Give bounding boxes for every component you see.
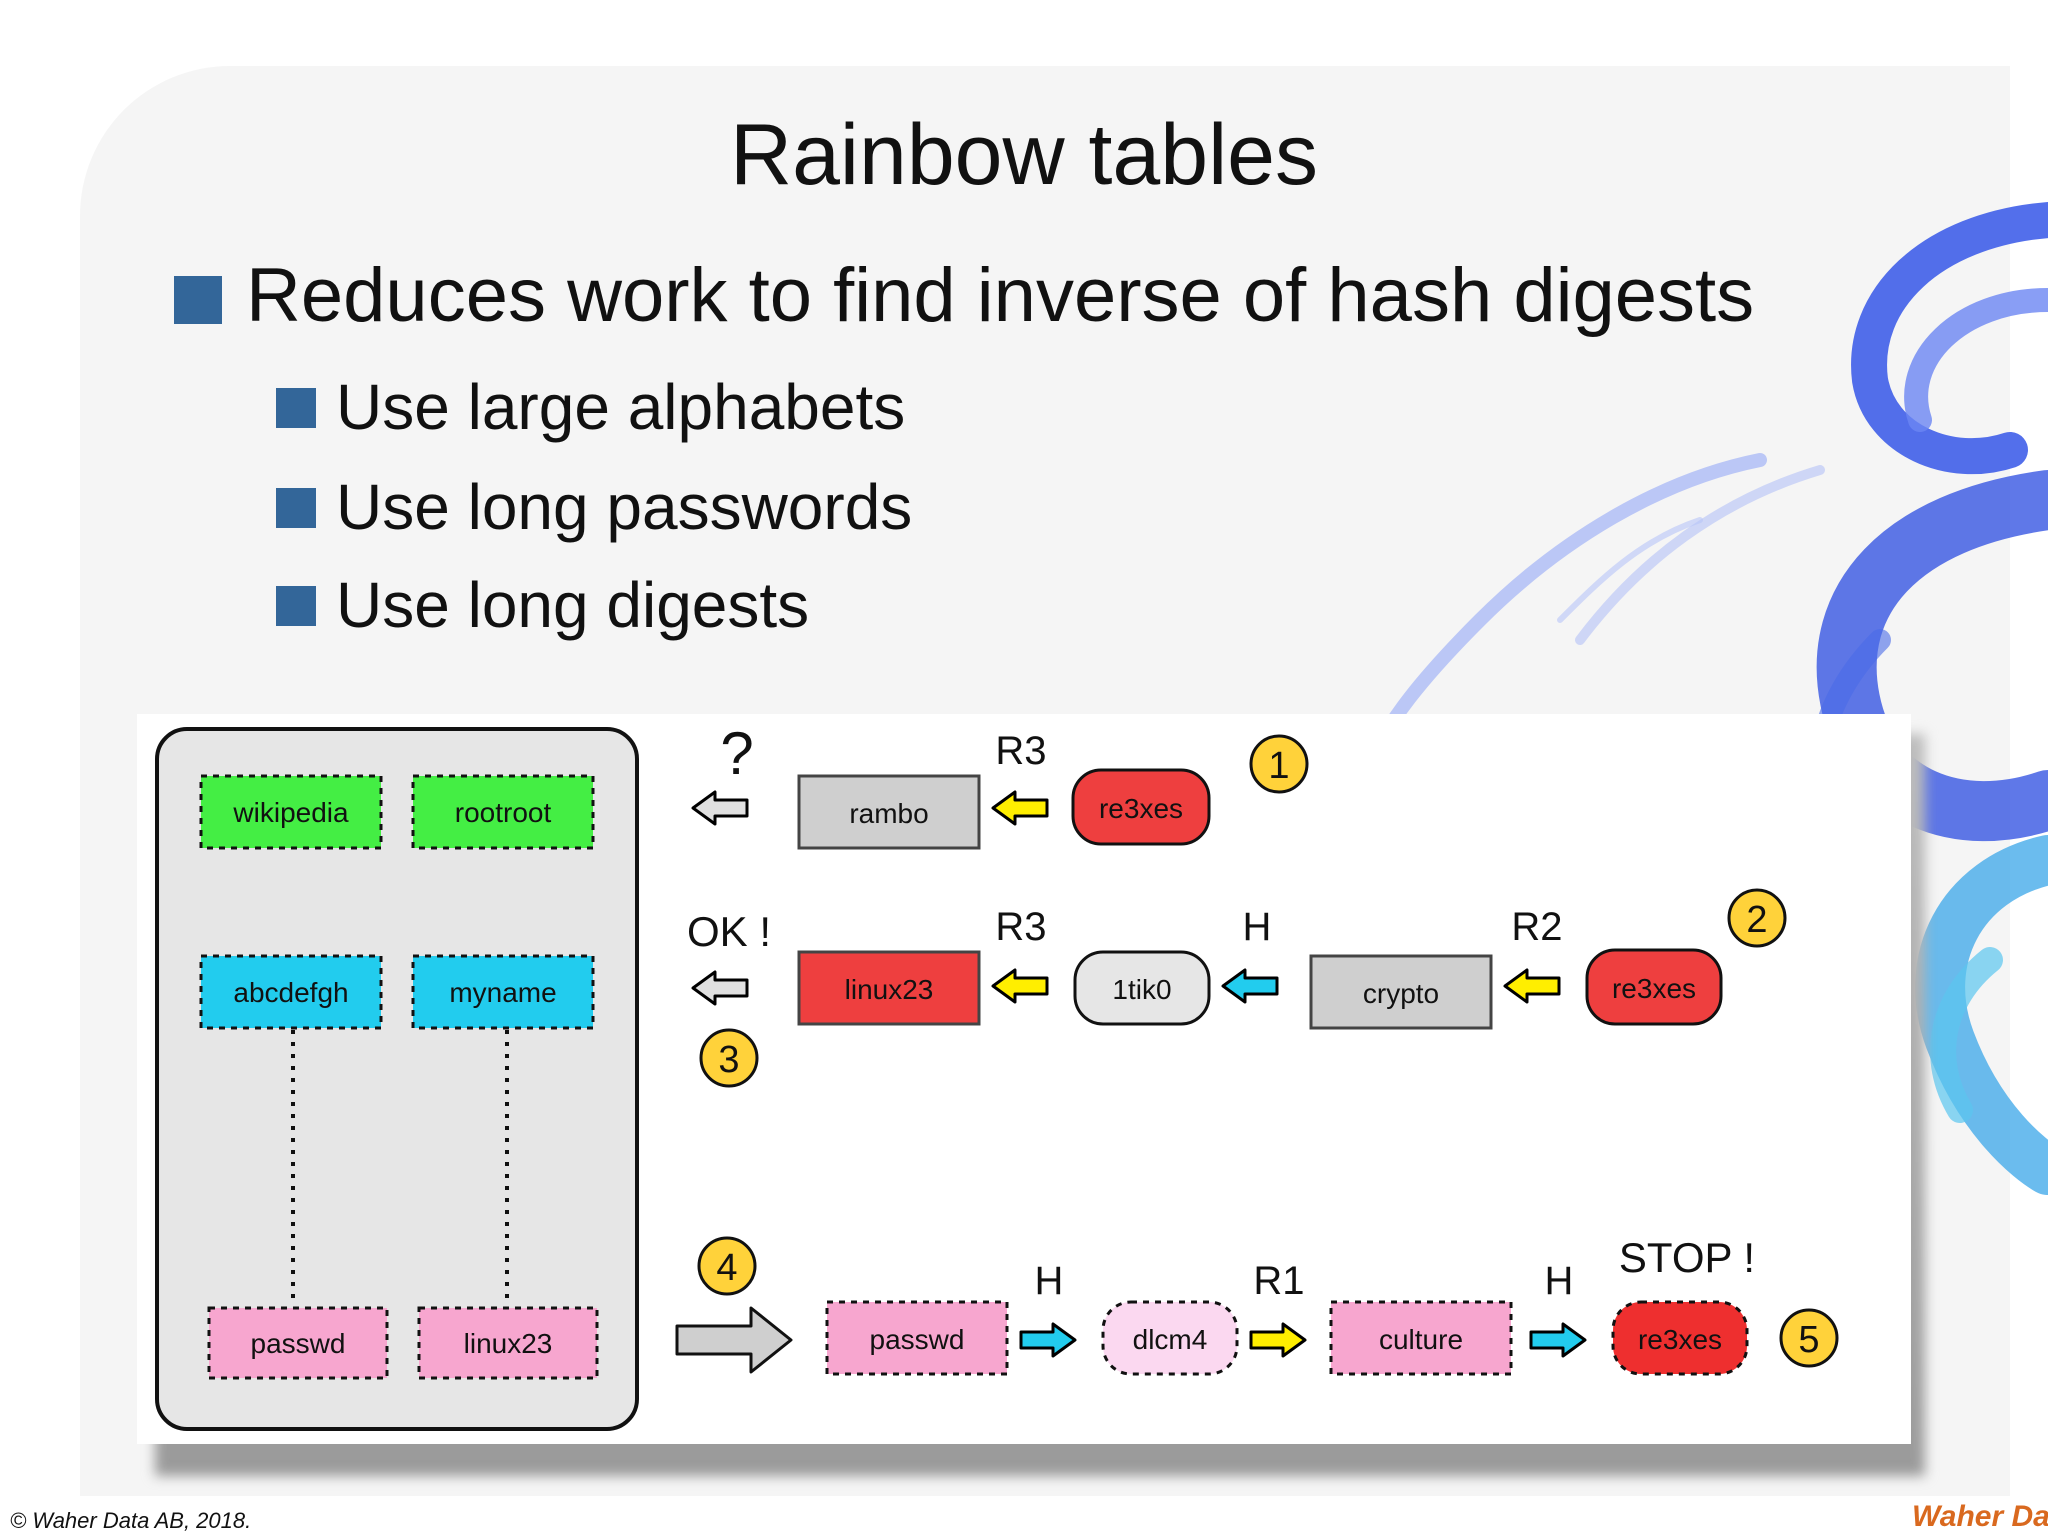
node-1tik0-label: 1tik0: [1112, 974, 1171, 1005]
table-cell-rootroot-label: rootroot: [455, 797, 552, 828]
table-cell-abcdefgh-label: abcdefgh: [233, 977, 348, 1008]
step-badge-4-label: 4: [716, 1247, 737, 1289]
hash-label-h: H: [1243, 905, 1272, 949]
arrow-left-icon: [1221, 968, 1279, 1004]
table-cell-abcdefgh: [199, 954, 383, 1030]
step-badge-1-label: 1: [1268, 745, 1289, 787]
waher-data-logo: Waher Data: [1912, 1500, 2048, 1533]
table-cell-linux23-label: linux23: [464, 1328, 553, 1359]
node-rambo-label: rambo: [849, 798, 928, 829]
node-re3xes-hash: [1585, 948, 1723, 1026]
table-cell-myname-label: myname: [449, 977, 556, 1008]
hash-label-h: H: [1545, 1259, 1574, 1303]
arrow-right-icon: [1529, 1322, 1587, 1358]
bullet-square-icon: [276, 488, 316, 528]
table-cell-wikipedia: [199, 774, 383, 850]
step-badge-3-label: 3: [718, 1039, 739, 1081]
table-cell-linux23: [417, 1306, 599, 1380]
table-panel: [155, 727, 639, 1431]
reduce-label-r2: R2: [1511, 905, 1562, 949]
step-badge-2-label: 2: [1746, 899, 1767, 941]
sub-bullet: Use long passwords: [276, 470, 912, 544]
node-linux23-found-label: linux23: [845, 974, 934, 1005]
reduce-label-r3: R3: [995, 729, 1046, 773]
table-cell-wikipedia-label: wikipedia: [232, 797, 349, 828]
node-re3xes-hash: [1071, 768, 1211, 846]
big-arrow-right-icon: [675, 1306, 793, 1374]
node-re3xes-end-label: re3xes: [1638, 1324, 1722, 1355]
node-re3xes-hash-label: re3xes: [1612, 973, 1696, 1004]
rainbow-table-diagram: wikipedia rootroot abcdefgh myname passw…: [137, 714, 1911, 1444]
arrow-right-icon: [1249, 1322, 1307, 1358]
node-passwd-start-label: passwd: [870, 1324, 965, 1355]
arrow-left-icon: [991, 968, 1049, 1004]
node-dlcm4: [1101, 1300, 1239, 1376]
bullet-square-icon: [276, 586, 316, 626]
node-crypto: [1309, 954, 1493, 1030]
sub-bullet: Use large alphabets: [276, 370, 905, 444]
step-badge-4: [697, 1236, 757, 1296]
question-mark: ?: [720, 720, 753, 787]
arrow-left-icon: [1503, 968, 1561, 1004]
node-re3xes-hash-label: re3xes: [1099, 793, 1183, 824]
step-badge-5-label: 5: [1798, 1319, 1819, 1361]
reduce-label-r1: R1: [1253, 1259, 1304, 1303]
reduce-label-r3: R3: [995, 905, 1046, 949]
main-bullet-text: Reduces work to find inverse of hash dig…: [246, 253, 1755, 338]
node-rambo: [797, 774, 981, 850]
arrow-left-icon: [991, 790, 1049, 826]
node-culture-label: culture: [1379, 1324, 1463, 1355]
main-bullet: Reduces work to find inverse of hash dig…: [174, 252, 1754, 339]
arrow-right-icon: [1019, 1322, 1077, 1358]
node-linux23-found: [797, 950, 981, 1026]
bullet-square-icon: [276, 388, 316, 428]
step-badge-3: [699, 1028, 759, 1088]
table-cell-passwd: [207, 1306, 389, 1380]
step-badge-2: [1727, 888, 1787, 948]
table-cell-rootroot: [411, 774, 595, 850]
sub-bullet-text: Use long passwords: [336, 471, 913, 543]
node-dlcm4-label: dlcm4: [1133, 1324, 1208, 1355]
step-badge-1: [1249, 734, 1309, 794]
arrow-left-icon: [691, 970, 749, 1006]
sub-bullet: Use long digests: [276, 568, 809, 642]
slide-title: Rainbow tables: [729, 107, 1319, 203]
hash-label-h: H: [1035, 1259, 1064, 1303]
table-cell-myname: [411, 954, 595, 1030]
sub-bullet-text: Use long digests: [336, 569, 810, 641]
arrow-left-icon: [691, 790, 749, 826]
table-cell-passwd-label: passwd: [251, 1328, 346, 1359]
node-passwd-start: [825, 1300, 1009, 1376]
node-culture: [1329, 1300, 1513, 1376]
step-badge-5: [1779, 1308, 1839, 1368]
sub-bullet-text: Use large alphabets: [336, 371, 906, 443]
bullet-square-icon: [174, 276, 222, 324]
ok-label: OK !: [687, 908, 771, 955]
node-crypto-label: crypto: [1363, 978, 1439, 1009]
node-1tik0: [1073, 950, 1211, 1026]
node-re3xes-end: [1611, 1300, 1749, 1376]
copyright-footer: © Waher Data AB, 2018.: [10, 1508, 252, 1533]
stop-label: STOP !: [1619, 1234, 1755, 1281]
